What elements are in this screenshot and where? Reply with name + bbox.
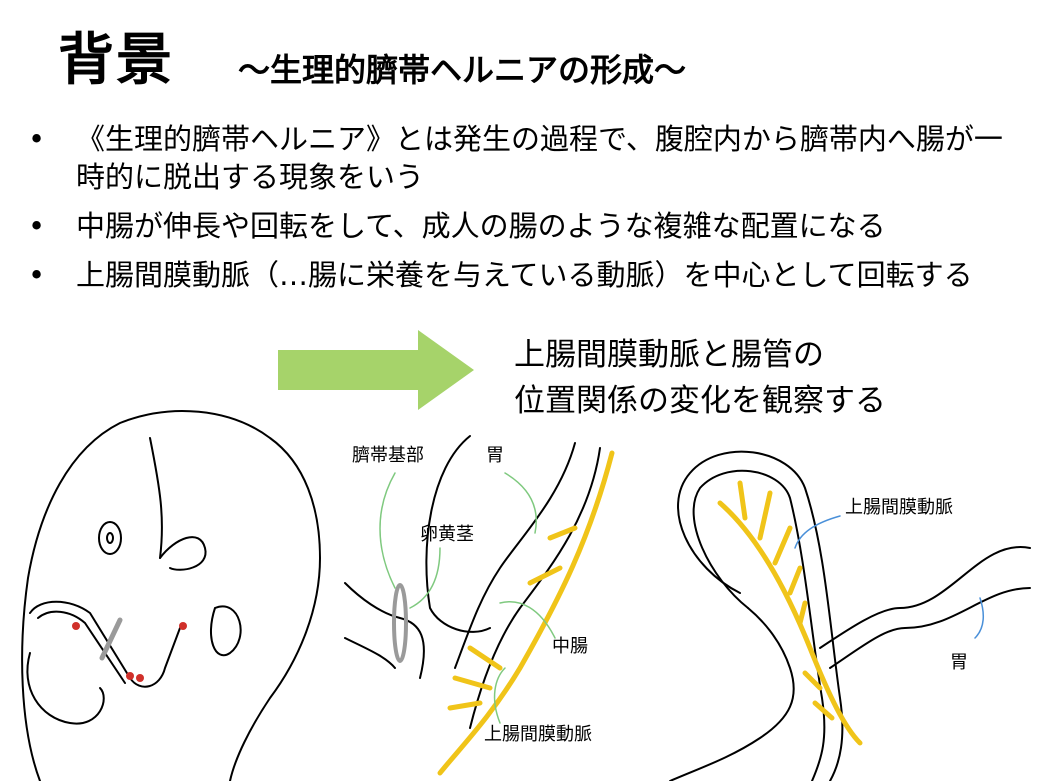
bullet-item: • 中腸が伸長や回転をして、成人の腸のような複雑な配置になる	[28, 207, 1018, 245]
bullet-item: • 《生理的臍帯ヘルニア》とは発生の過程で、腹腔内から臍帯内へ腸が一時的に脱出す…	[28, 120, 1018, 196]
artery-trunk	[437, 450, 615, 776]
leader-midgut	[499, 601, 556, 639]
leader-umbilical	[379, 472, 396, 589]
right-arrow-icon	[278, 330, 474, 410]
embryo-head-inner	[149, 437, 163, 559]
stalk-line	[99, 617, 123, 661]
label-sma-right: 上腸間膜動脈	[845, 497, 953, 518]
gut-tube	[454, 442, 576, 669]
marker-dot	[179, 622, 187, 630]
embryo-limb-bud	[210, 605, 242, 657]
caption-line-2: 位置関係の変化を観察する	[514, 383, 886, 419]
label-sma-mid: 上腸間膜動脈	[484, 724, 592, 745]
page-subtitle: ～生理的臍帯ヘルニアの形成～	[238, 51, 687, 89]
gut-loop-inner	[692, 469, 826, 781]
label-umbilical-base: 臍帯基部	[352, 445, 424, 466]
embryo-tail	[26, 652, 105, 725]
bullet-marker: •	[28, 209, 46, 243]
artery-branch	[737, 480, 835, 721]
gut-right	[819, 546, 1031, 649]
leader-yolk	[409, 547, 441, 609]
embryo-belly-loop	[29, 600, 181, 688]
marker-dot	[72, 622, 80, 630]
embryo-jaw	[159, 536, 207, 571]
bullet-text: 中腸が伸長や回転をして、成人の腸のような複雑な配置になる	[76, 209, 886, 243]
marker-dot	[136, 674, 144, 682]
observation-caption: 上腸間膜動脈と腸管の 位置関係の変化を観察する	[514, 332, 886, 424]
leader-sma-right	[794, 515, 841, 549]
bullet-text: 《生理的臍帯ヘルニア》とは発生の過程で、腹腔内から臍帯内へ腸が一時的に脱出する現…	[76, 122, 1003, 194]
gut-lower	[669, 607, 795, 781]
artery-branch	[447, 525, 578, 711]
leader-stomach-right	[974, 597, 985, 639]
bullet-list: • 《生理的臍帯ヘルニア》とは発生の過程で、腹腔内から臍帯内へ腸が一時的に脱出す…	[28, 120, 1018, 305]
loop-panel: 上腸間膜動脈 胃	[669, 450, 1031, 781]
label-stomach-right: 胃	[950, 652, 968, 673]
gut-right-inner	[829, 587, 1031, 669]
body-wall	[344, 582, 425, 679]
leader-sma	[493, 667, 506, 724]
gut-loop-outer	[677, 450, 844, 781]
label-midgut: 中腸	[552, 636, 588, 657]
arrow-shape	[278, 330, 474, 410]
label-yolk-stalk: 卵黄茎	[420, 524, 474, 545]
stomach-wall	[425, 435, 491, 633]
leader-stomach	[504, 472, 537, 534]
embryo-eye-pupil	[106, 532, 114, 544]
bullet-text: 上腸間膜動脈（…腸に栄養を与えている動脈）を中心として回転する	[76, 258, 973, 292]
marker-dot	[126, 672, 134, 680]
embryo-outline	[21, 410, 321, 781]
bullet-item: • 上腸間膜動脈（…腸に栄養を与えている動脈）を中心として回転する	[28, 256, 1018, 294]
bullet-marker: •	[28, 122, 46, 156]
yolk-stalk-ring	[392, 583, 408, 663]
body-wall-lower	[344, 637, 396, 669]
embryo-belly-loop-inner	[37, 610, 126, 684]
caption-line-1: 上腸間膜動脈と腸管の	[514, 337, 824, 373]
embryo-eye	[98, 521, 122, 555]
label-stomach: 胃	[486, 445, 504, 466]
artery-trunk	[717, 500, 863, 746]
embryo-panel	[21, 410, 321, 781]
embryo-diagram: 臍帯基部 胃 卵黄茎 中腸 上腸間膜動脈 上腸間膜動脈 胃	[21, 410, 1031, 781]
page-title: 背景	[58, 28, 174, 93]
zoom-panel: 臍帯基部 胃 卵黄茎 中腸 上腸間膜動脈	[344, 435, 615, 776]
bullet-marker: •	[28, 258, 46, 292]
